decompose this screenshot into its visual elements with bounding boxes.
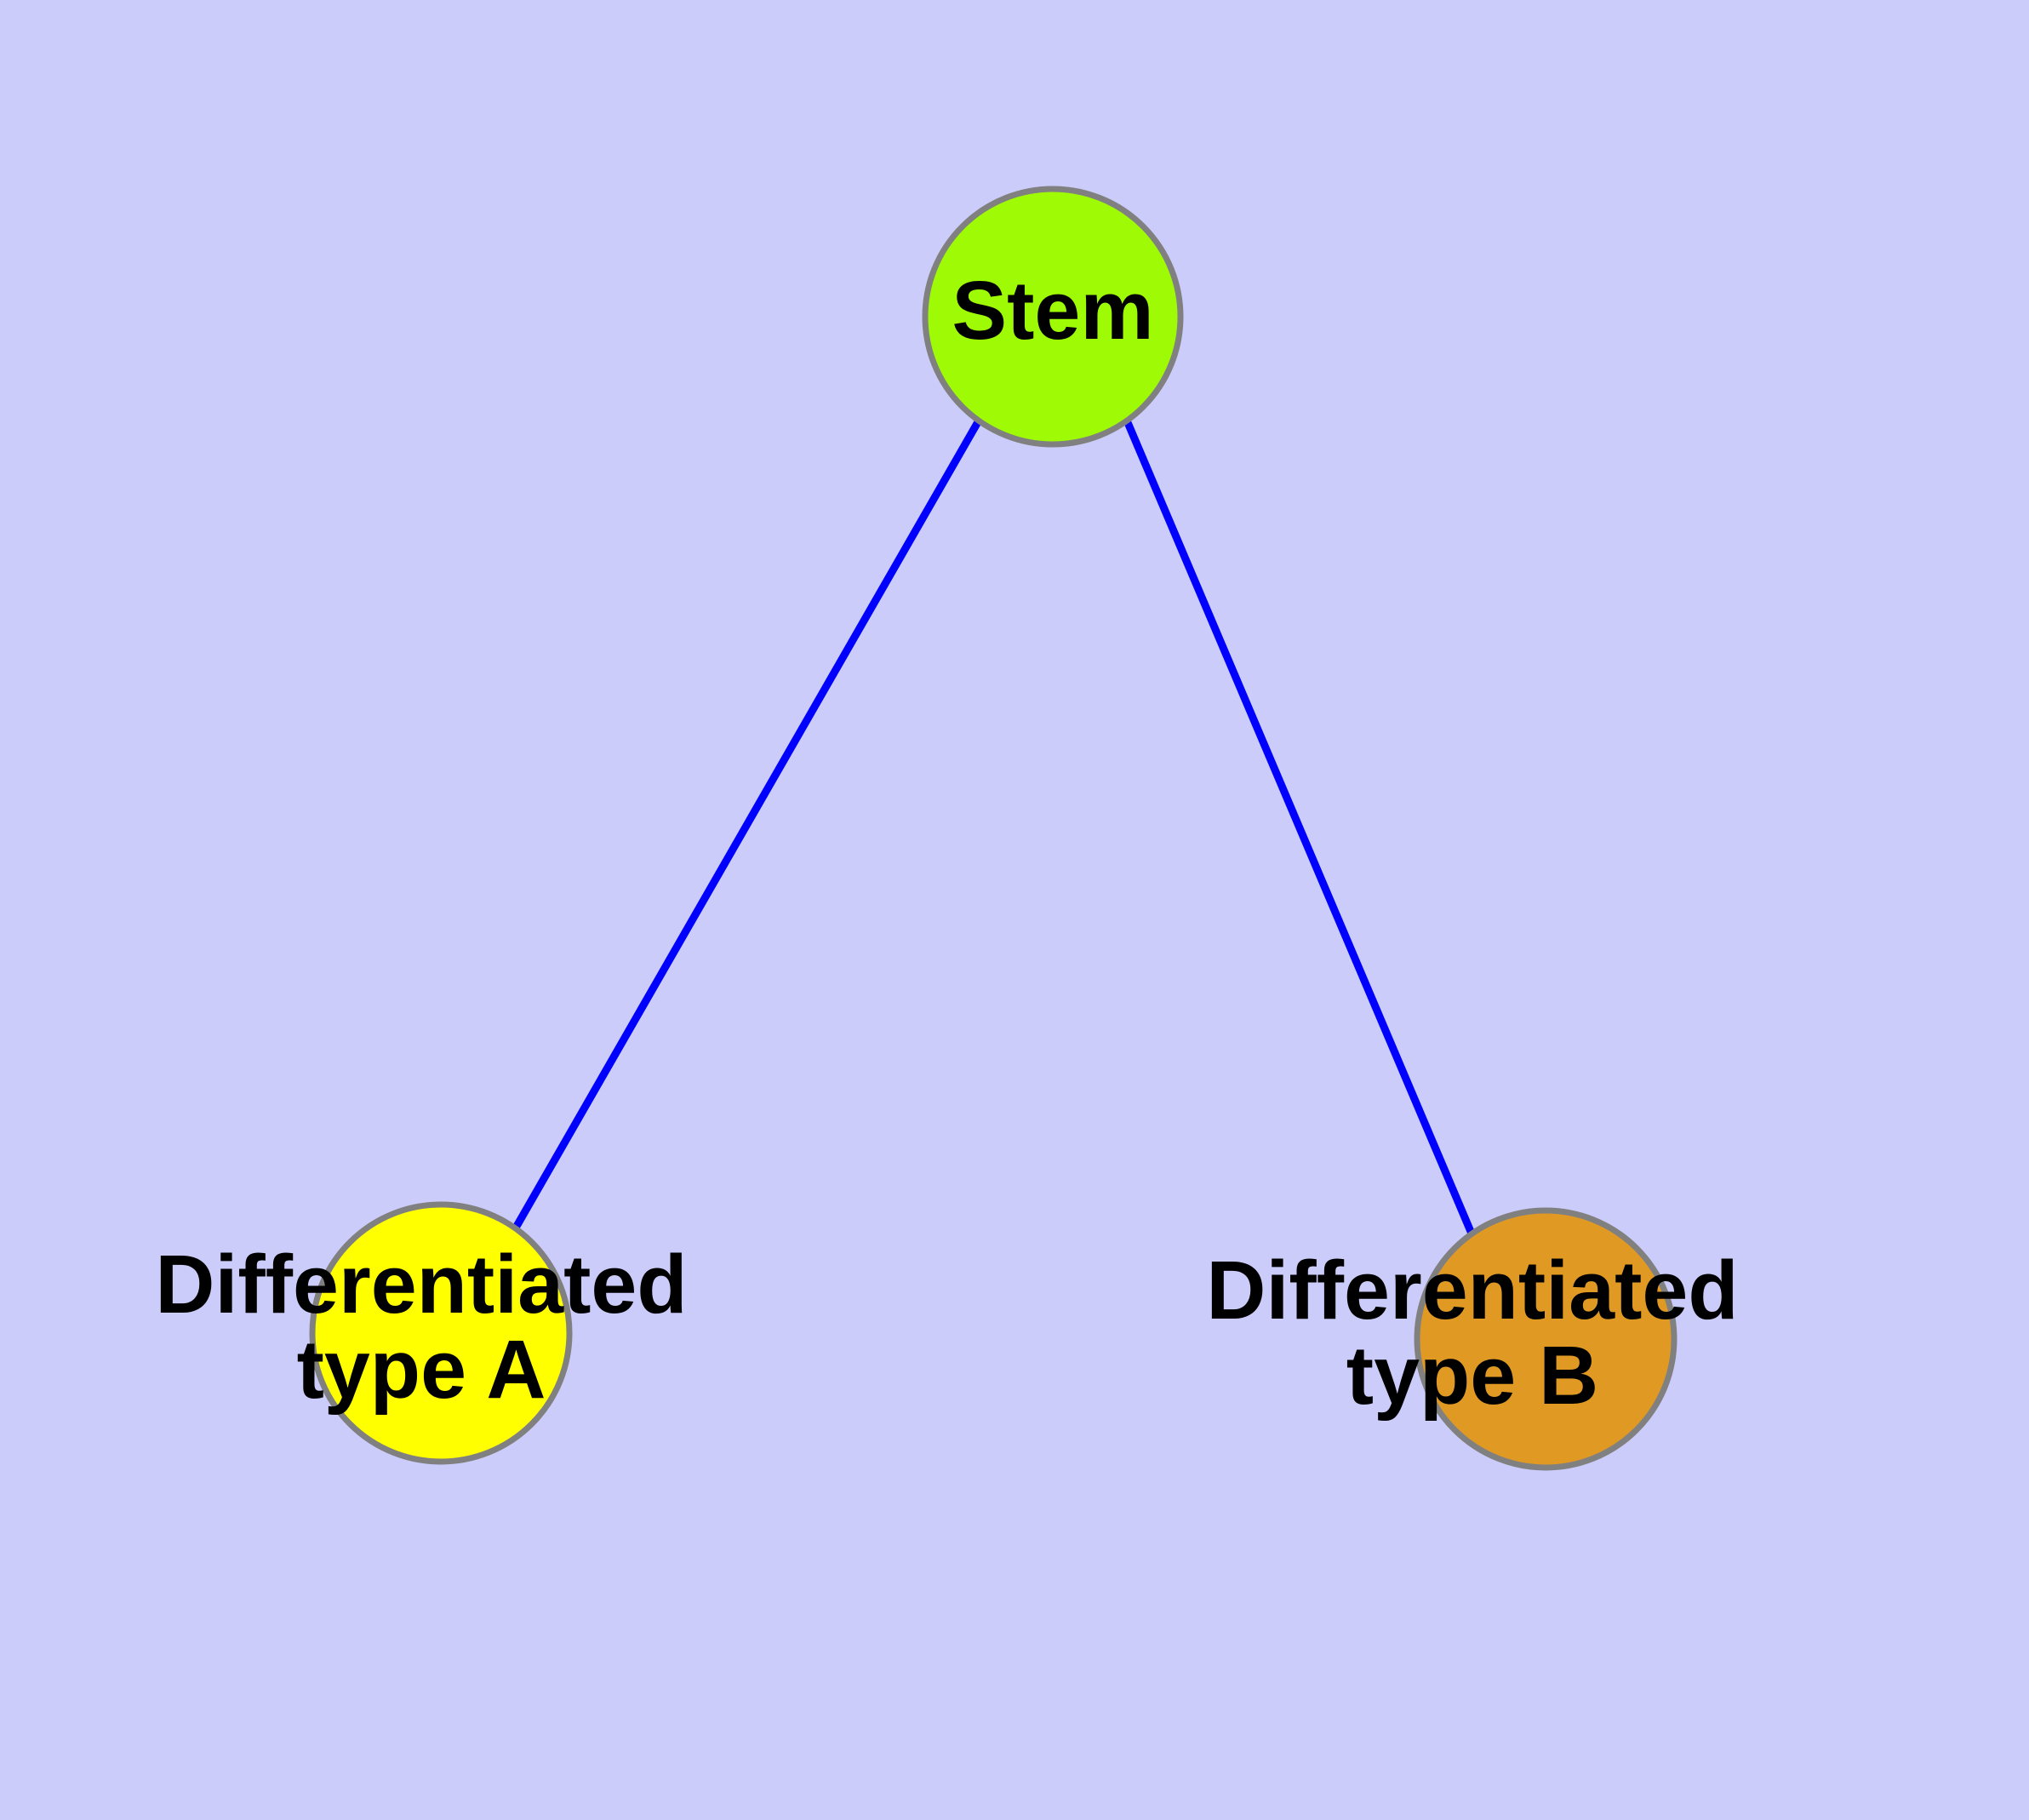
node-stem[interactable] bbox=[922, 186, 1184, 448]
edge-stem-to-diff-b[interactable] bbox=[1123, 419, 1476, 1235]
node-label-line: type A bbox=[297, 1323, 546, 1416]
nodes-layer bbox=[309, 186, 1677, 1471]
node-label-stem: Stem bbox=[952, 264, 1153, 357]
node-label-line: Differentiated bbox=[1206, 1244, 1738, 1336]
node-label-line: Differentiated bbox=[155, 1238, 687, 1331]
node-diff-b[interactable] bbox=[1414, 1207, 1677, 1471]
edge-stem-to-diff-a[interactable] bbox=[512, 418, 982, 1232]
node-diff-a[interactable] bbox=[309, 1201, 573, 1465]
edges-layer bbox=[512, 418, 1476, 1235]
node-label-line: Stem bbox=[952, 264, 1153, 357]
node-label-line: type B bbox=[1346, 1329, 1598, 1422]
